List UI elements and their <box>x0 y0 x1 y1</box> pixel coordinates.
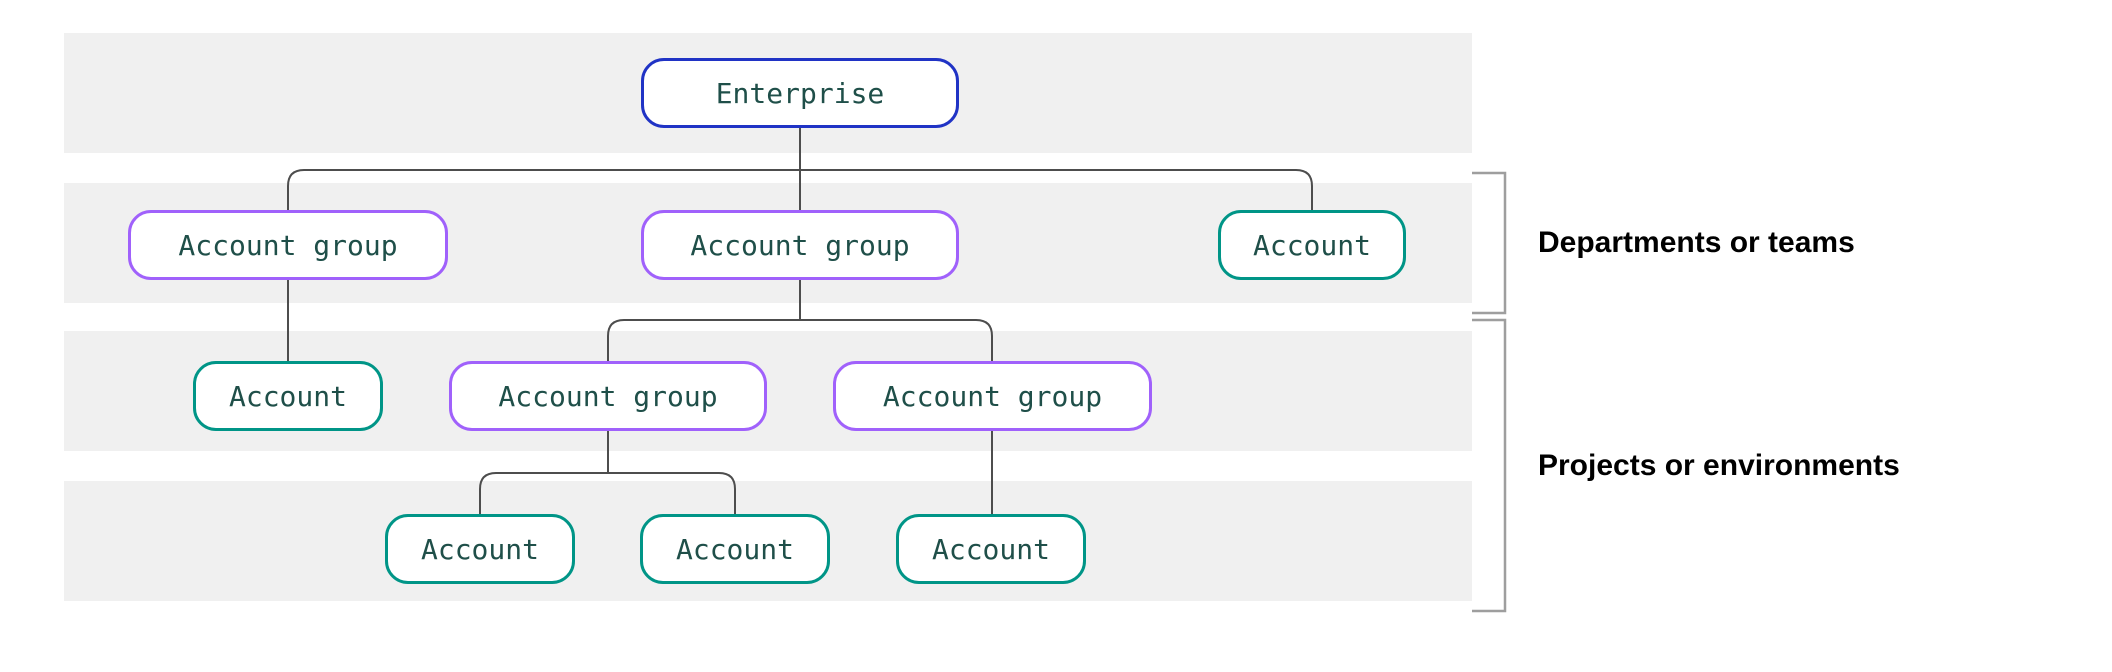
annotation-projects-or-environments: Projects or environments <box>1538 320 1998 611</box>
node-label: Account group <box>498 379 718 413</box>
node-label: Account group <box>690 228 910 262</box>
node-label: Account <box>228 379 347 413</box>
annotation-label: Departments or teams <box>1538 226 1855 259</box>
node-account-group-4: Account group <box>833 361 1152 431</box>
node-label: Account <box>420 532 539 566</box>
node-account-group-2: Account group <box>641 210 959 280</box>
node-label: Account group <box>178 228 398 262</box>
node-account-group-1: Account group <box>128 210 448 280</box>
node-label: Enterprise <box>715 76 885 110</box>
node-account-group-3: Account group <box>449 361 767 431</box>
node-label: Account <box>931 532 1050 566</box>
bracket-projects <box>1472 318 1507 613</box>
node-enterprise: Enterprise <box>641 58 959 128</box>
node-label: Account group <box>882 379 1103 413</box>
node-label: Account <box>1252 228 1371 262</box>
bracket-departments <box>1472 171 1507 315</box>
node-account-3: Account <box>385 514 575 584</box>
annotation-departments-or-teams: Departments or teams <box>1538 173 1998 313</box>
node-account-2: Account <box>193 361 383 431</box>
node-label: Account <box>675 532 794 566</box>
node-account-1: Account <box>1218 210 1406 280</box>
node-account-4: Account <box>640 514 830 584</box>
node-account-5: Account <box>896 514 1086 584</box>
annotation-label: Projects or environments <box>1538 448 1900 482</box>
